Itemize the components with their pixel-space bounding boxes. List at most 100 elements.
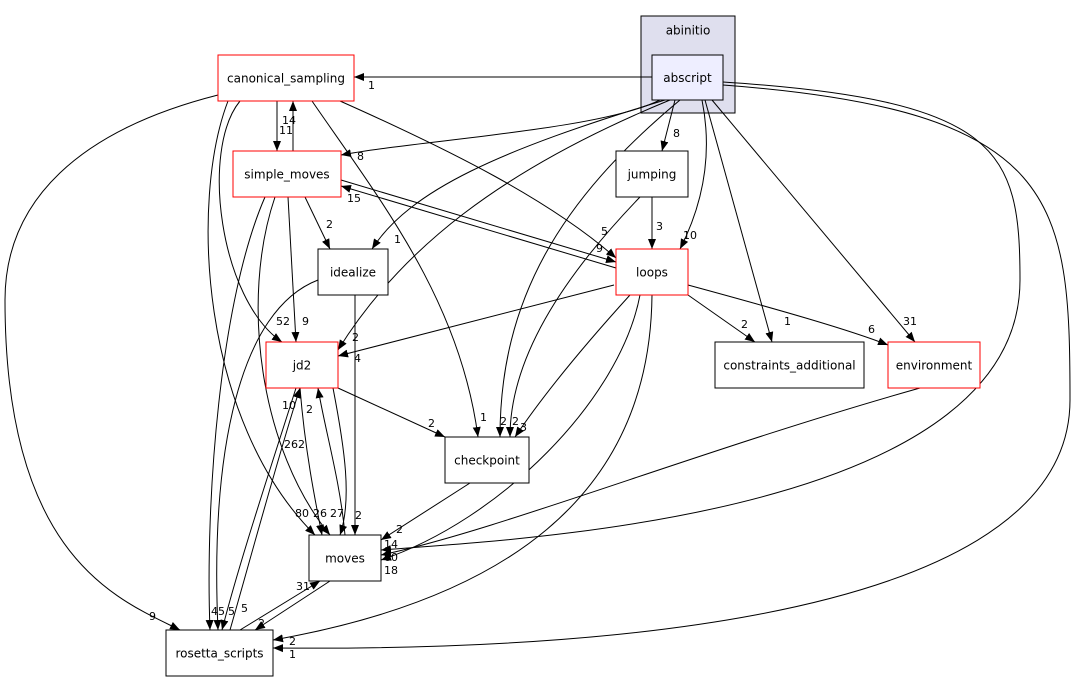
edge-label[interactable]: 9 xyxy=(596,242,603,255)
edge-label[interactable]: 4 xyxy=(354,352,361,365)
edge-loops-to-checkpoint[interactable] xyxy=(514,294,631,438)
edge-label[interactable]: 15 xyxy=(347,192,361,205)
edge-checkpoint-to-moves[interactable] xyxy=(380,482,471,541)
edge-label[interactable]: 26 xyxy=(313,507,327,520)
edge-label[interactable]: 8 xyxy=(673,127,680,140)
edges xyxy=(4,73,1071,653)
edge-moves-to-rosetta_scripts[interactable] xyxy=(254,580,331,631)
edge-abscript-to-checkpoint[interactable] xyxy=(496,99,681,438)
edge-label[interactable]: 5 xyxy=(241,602,248,615)
edge-canonical_sampling-to-rosetta_scripts[interactable] xyxy=(4,94,219,631)
edge-abscript-to-idealize[interactable] xyxy=(371,99,666,250)
edge-label[interactable]: 2 xyxy=(355,509,362,522)
edge-abscript-to-moves[interactable] xyxy=(380,81,1021,554)
node-moves[interactable]: moves xyxy=(308,534,382,582)
edge-label[interactable]: 1 xyxy=(289,648,296,661)
edge-line xyxy=(711,99,916,343)
edge-abscript-to-environment[interactable] xyxy=(711,99,916,343)
edge-label[interactable]: 14 xyxy=(282,114,296,127)
edge-canonical_sampling-to-checkpoint[interactable] xyxy=(311,100,481,438)
edge-label[interactable]: 1 xyxy=(480,411,487,424)
edge-label[interactable]: 31 xyxy=(903,315,917,328)
edge-simple_moves-to-loops[interactable] xyxy=(340,179,617,263)
edge-jd2-to-moves[interactable] xyxy=(299,387,324,536)
edge-abscript-to-jd2[interactable] xyxy=(337,99,671,351)
edge-label[interactable]: 2 xyxy=(500,415,507,428)
edge-label[interactable]: 52 xyxy=(276,315,290,328)
edge-rosetta_scripts-to-jd2[interactable] xyxy=(229,387,301,631)
edge-abscript-to-simple_moves[interactable] xyxy=(340,99,661,158)
edge-label[interactable]: 80 xyxy=(295,507,309,520)
edge-label[interactable]: 9 xyxy=(302,315,309,328)
edge-label[interactable]: 45 xyxy=(211,605,225,618)
edge-abscript-to-loops[interactable] xyxy=(679,99,707,250)
edge-idealize-to-rosetta_scripts[interactable] xyxy=(213,279,319,631)
edge-label[interactable]: 2 xyxy=(306,403,313,416)
edge-canonical_sampling-to-loops[interactable] xyxy=(339,100,617,259)
edge-loops-to-simple_moves[interactable] xyxy=(340,185,617,269)
edge-label[interactable]: 1 xyxy=(394,233,401,246)
edge-label[interactable]: 18 xyxy=(384,564,398,577)
edge-label[interactable]: 11 xyxy=(279,124,293,137)
edge-label[interactable]: 3 xyxy=(520,421,527,434)
node-constraints-additional[interactable]: constraints_additional xyxy=(714,341,865,389)
node-idealize[interactable]: idealize xyxy=(317,248,389,296)
edge-label[interactable]: 2 xyxy=(741,318,748,331)
edge-environment-to-moves[interactable] xyxy=(380,387,921,557)
edge-line xyxy=(254,580,331,631)
edge-abscript-to-rosetta_scripts[interactable] xyxy=(272,84,1071,653)
node-jd2[interactable]: jd2 xyxy=(265,341,339,389)
edge-label[interactable]: 2 xyxy=(289,635,296,648)
edge-label[interactable]: 6 xyxy=(868,323,875,336)
edge-label[interactable]: 9 xyxy=(149,610,156,623)
node-canonical-sampling[interactable]: canonical_sampling xyxy=(217,54,355,102)
node-environment[interactable]: environment xyxy=(887,341,981,389)
edge-simple_moves-to-rosetta_scripts[interactable] xyxy=(205,196,266,631)
edge-label[interactable]: 1 xyxy=(368,79,375,92)
edge-jd2-to-rosetta_scripts[interactable] xyxy=(220,387,297,631)
edge-label[interactable]: 8 xyxy=(357,150,364,163)
node-rosetta-scripts[interactable]: rosetta_scripts xyxy=(165,629,274,677)
edge-jd2-to-checkpoint[interactable] xyxy=(337,387,446,438)
node-loops[interactable]: loops xyxy=(615,248,689,296)
node-abscript[interactable]: abscript xyxy=(651,54,724,101)
edge-rosetta_scripts-to-moves[interactable] xyxy=(239,580,321,631)
edge-abscript-to-constraints_additional[interactable] xyxy=(704,99,774,343)
edge-simple_moves-to-jd2[interactable] xyxy=(287,196,300,343)
edge-label[interactable]: 60 xyxy=(384,551,398,564)
edge-label[interactable]: 10 xyxy=(282,399,296,412)
node-label: simple_moves xyxy=(244,168,329,182)
node-simple-moves[interactable]: simple_moves xyxy=(232,150,342,198)
edge-label[interactable]: 27 xyxy=(330,507,344,520)
edge-label[interactable]: 2 xyxy=(428,417,435,430)
edge-loops-to-moves[interactable] xyxy=(380,294,641,561)
edge-canonical_sampling-to-jd2[interactable] xyxy=(218,100,283,343)
edge-label[interactable]: 10 xyxy=(683,229,697,242)
edge-loops-to-jd2[interactable] xyxy=(337,284,615,358)
edge-line xyxy=(340,99,661,158)
edge-jumping-to-checkpoint[interactable] xyxy=(506,196,641,438)
node-checkpoint[interactable]: checkpoint xyxy=(444,436,530,484)
edge-simple_moves-to-idealize[interactable] xyxy=(304,196,331,250)
edge-label[interactable]: 2 xyxy=(352,331,359,344)
edge-label[interactable]: 1 xyxy=(784,315,791,328)
edge-idealize-to-jd2[interactable] xyxy=(332,387,348,536)
edge-loops-to-environment[interactable] xyxy=(687,284,889,346)
edge-label[interactable]: 2 xyxy=(258,617,265,630)
edge-label[interactable]: 5 xyxy=(601,225,608,238)
edge-label[interactable]: 14 xyxy=(384,538,398,551)
edge-moves-to-jd2[interactable] xyxy=(315,387,346,536)
edge-label[interactable]: 3 xyxy=(656,220,663,233)
edge-canonical_sampling-to-moves[interactable] xyxy=(207,100,316,536)
edge-abscript-to-jumping[interactable] xyxy=(660,99,676,152)
edge-label[interactable]: 2 xyxy=(326,218,333,231)
edge-loops-to-constraints_additional[interactable] xyxy=(687,294,756,343)
edge-loops-to-rosetta_scripts[interactable] xyxy=(272,294,653,643)
edge-label[interactable]: 5 xyxy=(228,605,235,618)
node-jumping[interactable]: jumping xyxy=(615,150,689,198)
edge-label[interactable]: 2 xyxy=(512,415,519,428)
edge-label[interactable]: 2 xyxy=(396,523,403,536)
edge-label[interactable]: 31 xyxy=(296,580,310,593)
edge-simple_moves-to-moves[interactable] xyxy=(257,196,331,536)
edge-label[interactable]: 262 xyxy=(284,438,305,451)
